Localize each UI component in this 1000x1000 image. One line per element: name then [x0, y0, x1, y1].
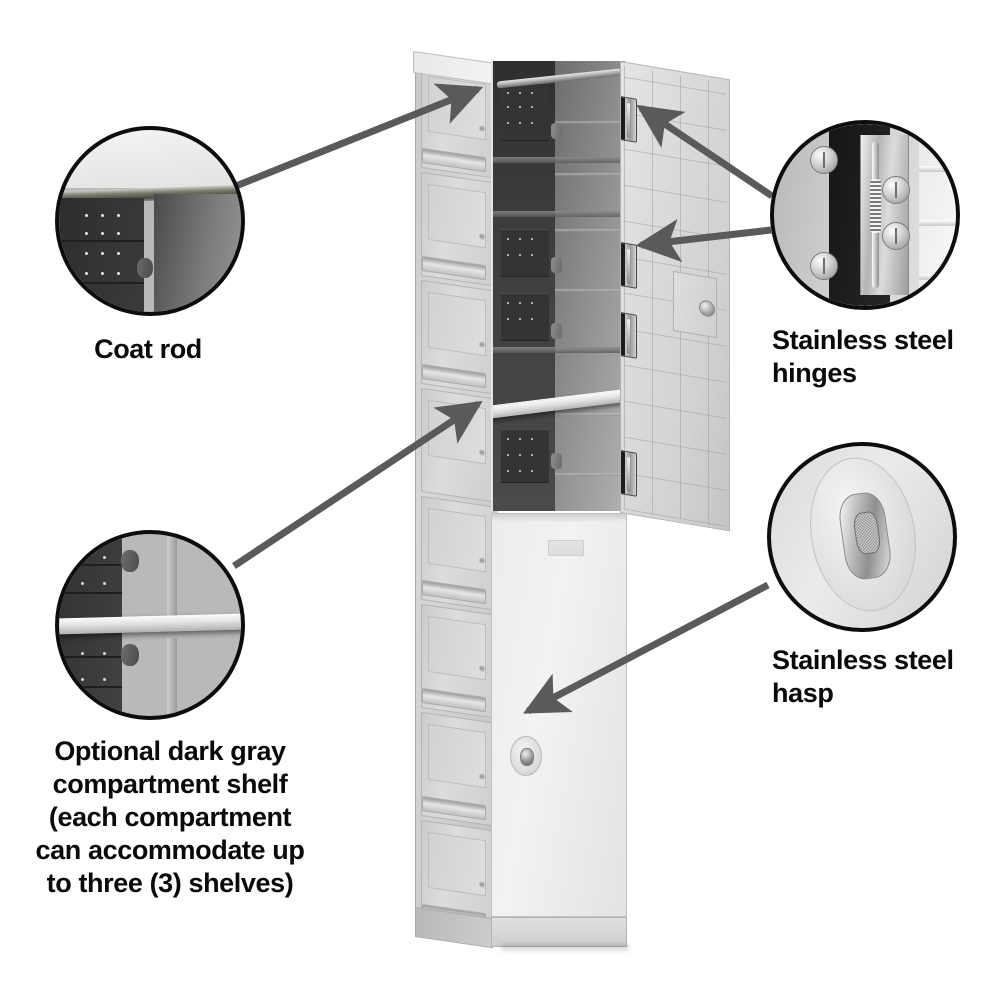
hinge-detail-art: [774, 124, 956, 306]
locker-open-compartment-interior: [491, 61, 625, 511]
locker-base-front: [491, 917, 627, 947]
locker-side-panel: [415, 59, 498, 935]
hinge-icon: [620, 95, 637, 143]
caption-hinges: Stainless steel hinges: [772, 325, 954, 388]
locker-product-photo: [405, 45, 745, 965]
locker-closed-door[interactable]: [491, 513, 627, 917]
caption-hasp: Stainless steel hasp: [772, 645, 954, 708]
hinge-icon: [620, 449, 637, 497]
hinge-icon: [620, 311, 637, 359]
caption-shelf: Optional dark gray compartment shelf (ea…: [35, 736, 305, 898]
door-label-plate: [548, 540, 584, 556]
hinge-icon: [620, 241, 637, 289]
callout-circle-shelf: [55, 530, 245, 720]
hasp-detail-art: [771, 446, 953, 628]
callout-circle-hasp: [767, 442, 957, 632]
hasp-icon[interactable]: [510, 736, 542, 776]
shelf-detail-art: [59, 534, 241, 716]
perforated-panel: [501, 293, 549, 341]
perforated-panel: [501, 83, 549, 141]
locker-shadow: [501, 945, 629, 953]
coat-rod-detail-art: [59, 130, 241, 312]
perforated-panel: [501, 429, 549, 483]
locker-open-door[interactable]: [620, 61, 730, 532]
caption-coat-rod: Coat rod: [94, 334, 202, 364]
callout-circle-hinges: [770, 120, 960, 310]
callout-circle-coat-rod: [55, 126, 245, 316]
perforated-panel: [501, 229, 549, 277]
